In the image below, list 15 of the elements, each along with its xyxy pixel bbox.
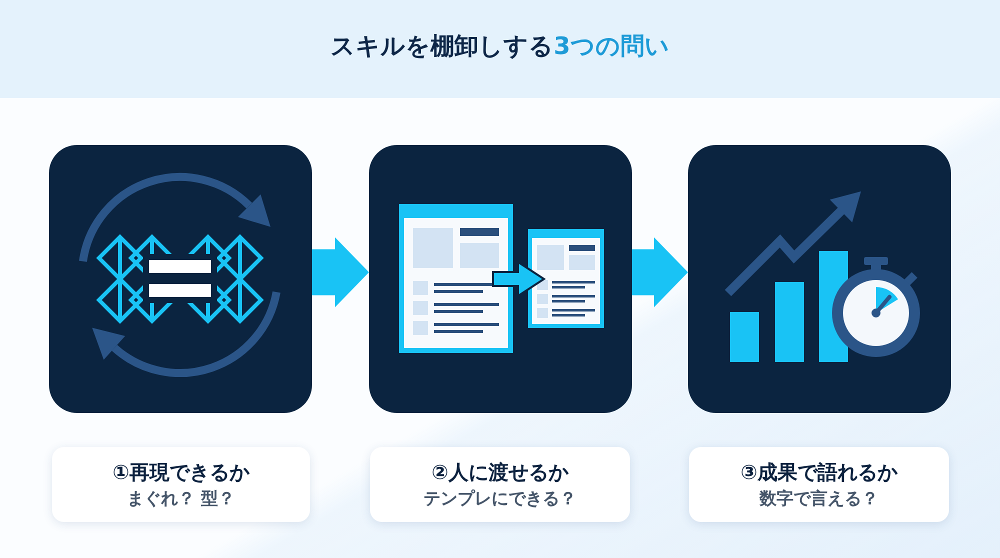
question-card: [370, 447, 630, 522]
question-card: [689, 447, 949, 522]
question-heading: ②人に渡せるか: [432, 458, 568, 486]
question-heading: ①再現できるか: [112, 458, 250, 486]
illustration-panel: [369, 145, 632, 413]
arrow: [312, 237, 369, 308]
illustration-panel: [49, 145, 312, 413]
question-subtext: テンプレにできる？: [424, 488, 576, 510]
arrow: [632, 237, 688, 308]
question-subtext: 数字で言える？: [760, 488, 878, 510]
illustration-panel: [688, 145, 951, 413]
question-subtext: まぐれ？ 型？: [127, 488, 235, 510]
title: スキルを棚卸しする3つの問い: [330, 31, 670, 62]
question-card: [52, 447, 310, 522]
question-heading: ③成果で語れるか: [740, 458, 898, 486]
